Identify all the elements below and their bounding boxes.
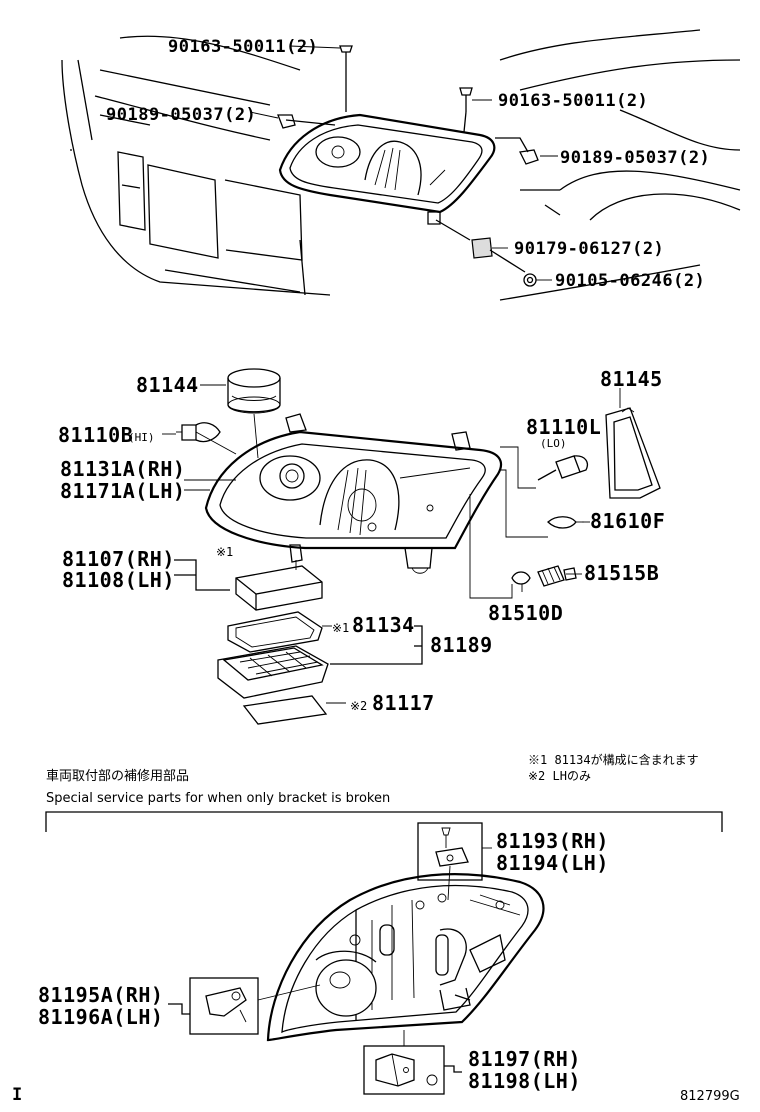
label-81195a: 81195A(RH) xyxy=(38,983,163,1007)
label-81110b: 81110B xyxy=(58,423,133,447)
label-81610f: 81610F xyxy=(590,509,665,533)
label-81171a: 81171A(LH) xyxy=(60,479,185,503)
label-note-mark-1: ※1 xyxy=(216,545,233,559)
bracket-top-box xyxy=(417,822,492,901)
label-81131a: 81131A(RH) xyxy=(60,457,185,481)
label-81198: 81198(LH) xyxy=(468,1069,581,1093)
label-81117-mark: ※2 xyxy=(350,699,367,713)
vehicle-front-illustration xyxy=(61,29,741,301)
label-81194: 81194(LH) xyxy=(496,851,609,875)
section-heading-en: Special service parts for when only brac… xyxy=(46,791,390,806)
label-90189-left: 90189-05037(2) xyxy=(106,105,256,125)
bracket-bottom-box xyxy=(363,1030,462,1095)
label-81107: 81107(RH) xyxy=(62,547,175,571)
headlamp-rear-illustration xyxy=(266,873,545,1042)
note-2: ※2 LHのみ xyxy=(528,769,591,783)
label-81145: 81145 xyxy=(600,367,663,391)
label-90105: 90105-06246(2) xyxy=(555,271,705,291)
label-81134-mark: ※1 xyxy=(332,621,349,635)
label-81193: 81193(RH) xyxy=(496,829,609,853)
bracket-side-box xyxy=(168,977,321,1035)
section-heading-jp: 車両取付部の補修用部品 xyxy=(46,769,189,784)
label-81515b: 81515B xyxy=(584,561,659,585)
label-81108: 81108(LH) xyxy=(62,568,175,592)
section-bracket-line xyxy=(45,811,723,832)
label-81110b-suffix: (HI) xyxy=(128,431,155,444)
figure-code: 812799G xyxy=(680,1089,740,1104)
label-81196a: 81196A(LH) xyxy=(38,1005,163,1029)
label-81110l: 81110L xyxy=(526,415,601,439)
label-81117: 81117 xyxy=(372,691,435,715)
top-leaders xyxy=(249,45,558,281)
label-90189-right: 90189-05037(2) xyxy=(560,148,710,168)
footer-left-mark: I xyxy=(12,1085,23,1105)
label-90163-right: 90163-50011(2) xyxy=(498,91,648,111)
label-81510d: 81510D xyxy=(488,601,563,625)
label-81110l-suffix: (LO) xyxy=(540,437,567,450)
middle-leaders xyxy=(162,384,621,704)
label-90179: 90179-06127(2) xyxy=(514,239,664,259)
headlamp-exploded-illustration xyxy=(176,368,661,725)
label-81197: 81197(RH) xyxy=(468,1047,581,1071)
label-90163-left: 90163-50011(2) xyxy=(168,37,318,57)
label-81134: 81134 xyxy=(352,613,415,637)
note-1: ※1 81134が構成に含まれます xyxy=(528,752,699,767)
label-81189: 81189 xyxy=(430,633,493,657)
label-81144: 81144 xyxy=(136,373,199,397)
